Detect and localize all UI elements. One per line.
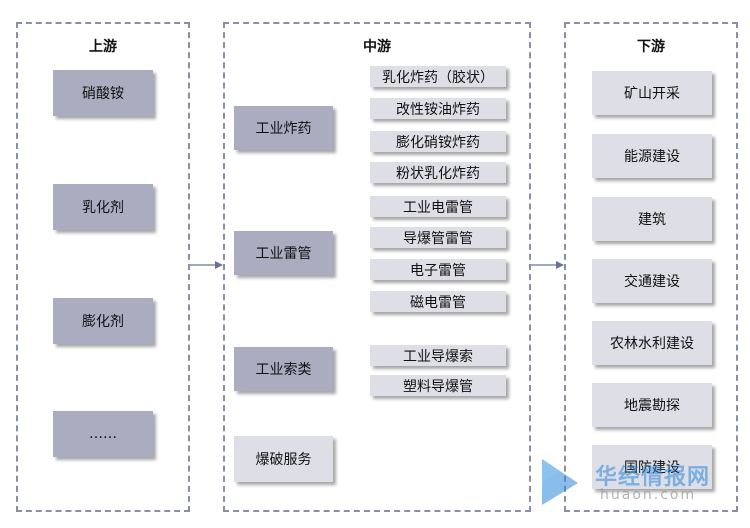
midstream-group-label: 爆破服务 (234, 436, 333, 482)
downstream-item: 建筑 (592, 197, 712, 241)
downstream-title: 下游 (637, 39, 665, 55)
upstream-item: 硝酸铵 (53, 70, 153, 116)
downstream-item: 农林水利建设 (592, 321, 712, 365)
watermark: 华经情报网 huaon.com (540, 455, 740, 510)
upstream-title: 上游 (89, 39, 117, 55)
midstream-group-label: 工业炸药 (234, 106, 333, 150)
downstream-item: 矿山开采 (592, 71, 712, 115)
watermark-brand: 华经情报网 (595, 465, 711, 490)
midstream-sub-item: 改性铵油炸药 (370, 98, 506, 119)
downstream-item: 地震勘探 (592, 383, 712, 427)
midstream-sub-item: 导爆管雷管 (370, 227, 506, 248)
watermark-domain: huaon.com (600, 487, 697, 503)
upstream-item: …… (53, 411, 153, 457)
midstream-sub-item: 工业电雷管 (370, 196, 506, 217)
midstream-sub-item: 塑料导爆管 (370, 375, 506, 396)
midstream-group-label: 工业索类 (234, 347, 333, 391)
upstream-item: 乳化剂 (53, 184, 153, 230)
midstream-sub-item: 工业导爆索 (370, 345, 506, 366)
midstream-sub-item: 乳化炸药（胶状） (370, 66, 506, 87)
midstream-sub-item: 电子雷管 (370, 259, 506, 280)
midstream-sub-item: 粉状乳化炸药 (370, 162, 506, 183)
downstream-item: 能源建设 (592, 134, 712, 178)
midstream-sub-item: 膨化硝铵炸药 (370, 131, 506, 152)
downstream-item: 交通建设 (592, 259, 712, 303)
midstream-sub-item: 磁电雷管 (370, 291, 506, 312)
midstream-title: 中游 (363, 39, 391, 55)
watermark-logo-icon (542, 459, 578, 505)
downstream-item: 国防建设 (592, 445, 712, 489)
upstream-item: 膨化剂 (53, 298, 153, 344)
midstream-group-label: 工业雷管 (234, 231, 333, 275)
